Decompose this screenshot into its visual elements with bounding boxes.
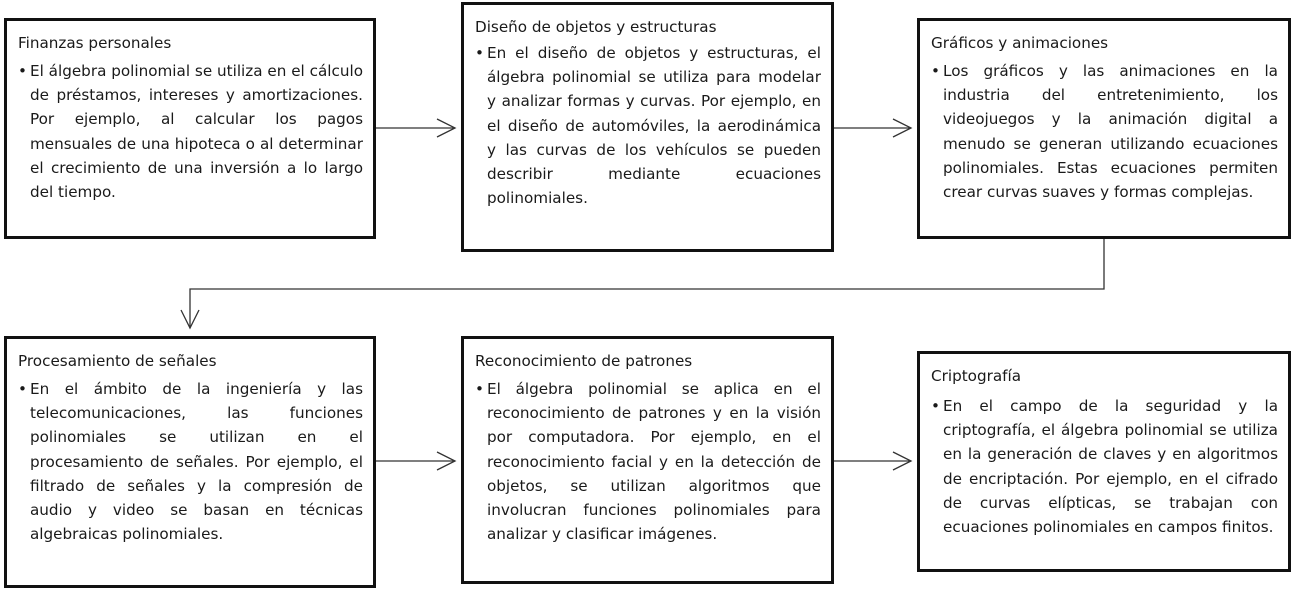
bullet: • <box>931 397 940 415</box>
box-title: Diseño de objetos y estructuras <box>475 18 717 36</box>
box-description: • En el ámbito de la ingeniería y las te… <box>18 377 363 546</box>
box-description: • Los gráficos y las animaciones en la i… <box>931 59 1278 204</box>
box-description: • El álgebra polinomial se utiliza en el… <box>18 59 363 204</box>
box-description: • En el diseño de objetos y estructuras,… <box>475 41 821 210</box>
box-diseno-objetos-estructuras: Diseño de objetos y estructuras • En el … <box>461 2 834 252</box>
arrow-finance-to-design <box>376 118 457 138</box>
box-title: Finanzas personales <box>18 34 172 52</box>
box-criptografia: Criptografía • En el campo de la segurid… <box>917 351 1291 572</box>
box-description: • En el campo de la seguridad y la cript… <box>931 394 1278 539</box>
arrow-graphics-to-signal <box>180 239 1105 330</box>
arrow-pattern-to-crypto <box>834 451 913 471</box>
box-title: Gráficos y animaciones <box>931 34 1109 52</box>
box-text: Los gráficos y las animaciones en la ind… <box>943 62 1278 202</box>
box-finanzas-personales: Finanzas personales • El álgebra polinom… <box>4 18 376 239</box>
box-text: El álgebra polinomial se aplica en el re… <box>487 380 821 544</box>
bullet: • <box>18 380 27 398</box>
bullet: • <box>475 44 484 62</box>
bullet: • <box>475 380 484 398</box>
box-text: En el ámbito de la ingeniería y las tele… <box>30 380 363 544</box>
box-title: Procesamiento de señales <box>18 352 217 370</box>
arrow-signal-to-pattern <box>376 451 457 471</box>
box-description: • El álgebra polinomial se aplica en el … <box>475 377 821 546</box>
bullet: • <box>18 62 27 80</box>
box-text: En el diseño de objetos y estructuras, e… <box>487 44 821 208</box>
box-title: Criptografía <box>931 367 1022 385</box>
arrow-design-to-graphics <box>834 118 913 138</box>
bullet: • <box>931 62 940 80</box>
box-reconocimiento-patrones: Reconocimiento de patrones • El álgebra … <box>461 336 834 584</box>
box-text: En el campo de la seguridad y la criptog… <box>943 397 1278 537</box>
box-graficos-animaciones: Gráficos y animaciones • Los gráficos y … <box>917 18 1291 239</box>
box-text: El álgebra polinomial se utiliza en el c… <box>30 62 363 202</box>
box-title: Reconocimiento de patrones <box>475 352 693 370</box>
box-procesamiento-senales: Procesamiento de señales • En el ámbito … <box>4 336 376 588</box>
